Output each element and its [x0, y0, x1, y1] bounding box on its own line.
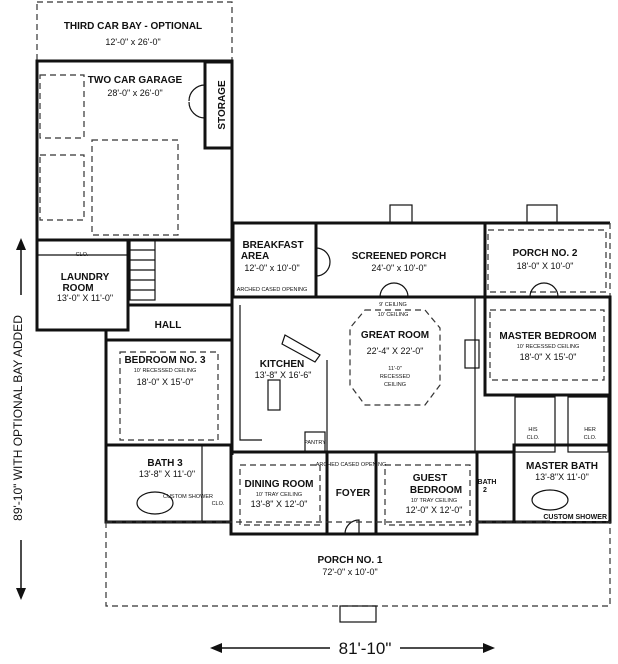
porch2-walls [483, 221, 610, 299]
bath2-label: BATH [478, 479, 497, 486]
laundry-label: LAUNDRY [61, 272, 110, 283]
porch2-size: 18'-0" X 10'-0" [517, 261, 574, 271]
bedroom3-size: 18'-0" X 15'-0" [137, 377, 194, 387]
front-door [344, 519, 360, 535]
great-room-label: GREAT ROOM [361, 330, 429, 341]
screened-porch-size: 24'-0" x 10'-0" [371, 263, 426, 273]
bath3-closet-label: CLO. [212, 501, 225, 507]
master-bedroom-size: 18'-0" X 15'-0" [520, 352, 577, 362]
guest-size: 12'-0" X 12'-0" [406, 505, 463, 515]
his-closet-label-2: CLO. [527, 435, 540, 441]
bath2-label-2: 2 [483, 487, 487, 494]
fireplace [464, 339, 480, 369]
his-closet-label: HIS [528, 427, 538, 433]
great-room-ceiling [349, 309, 441, 406]
bath3-size: 13'-8" X 11'-0" [139, 469, 195, 479]
kitchen-island [267, 379, 281, 411]
stairs [129, 239, 156, 301]
depth-dimension-arrow [16, 238, 26, 600]
storage-label: STORAGE [217, 80, 228, 130]
car-outline [39, 74, 85, 139]
pantry-label: PANTRY [304, 440, 326, 446]
master-bath-label: MASTER BATH [526, 461, 598, 472]
breakfast-size: 12'-0" x 10'-0" [244, 263, 299, 273]
dining-size: 13'-8" X 12'-0" [251, 499, 308, 509]
front-steps [339, 605, 377, 623]
third-bay-label: THIRD CAR BAY - OPTIONAL [64, 21, 202, 32]
french-doors [379, 282, 409, 298]
guest-ceiling: 10' TRAY CEILING [411, 498, 457, 504]
foyer-note: ARCHED CASED OPENING [316, 462, 387, 468]
great-room-recess-3: CEILING [384, 382, 406, 388]
great-room-size: 22'-4" X 22'-0" [367, 346, 424, 356]
dining-ceiling: 10' TRAY CEILING [256, 492, 302, 498]
arched-opening-note: ARCHED CASED OPENING [237, 287, 308, 293]
bath3-shower-label: CUSTOM SHOWER [163, 494, 213, 500]
great-room-ceiling-2: 10' CEILING [378, 312, 409, 318]
raised-bar [281, 334, 321, 363]
bedroom3-ceiling: 10' RECESSED CEILING [134, 368, 197, 374]
porch1-label: PORCH NO. 1 [317, 555, 382, 566]
third-bay-size: 12'-0" x 26'-0" [105, 37, 160, 47]
great-room-recess-1: 11'-0" [388, 366, 402, 372]
car-outline [91, 139, 179, 236]
storage-door [188, 84, 206, 119]
depth-dimension: 89'-10" WITH OPTIONAL BAY ADDED [11, 315, 25, 521]
bath3-label: BATH 3 [147, 458, 183, 469]
width-dimension-arrow [210, 643, 495, 653]
laundry-closet-label: CLO. [76, 252, 89, 258]
guest-label-2: BEDROOM [410, 485, 462, 496]
her-closet-walls [567, 396, 609, 453]
bathtub [531, 489, 569, 511]
her-closet-label: HER [584, 427, 596, 433]
great-room-ceiling-1: 9' CEILING [379, 302, 407, 308]
storage-walls [203, 60, 234, 150]
kitchen-counters [239, 305, 328, 452]
french-doors [315, 247, 331, 277]
bedroom3-label: BEDROOM NO. 3 [124, 355, 206, 366]
master-bath-shower: CUSTOM SHOWER [543, 514, 607, 521]
her-closet-label-2: CLO. [584, 435, 597, 441]
great-room-recess-2: RECESSED [380, 374, 410, 380]
width-dimension: 81'-10" [339, 639, 392, 658]
his-closet-walls [514, 396, 556, 453]
foyer-label: FOYER [336, 488, 371, 499]
laundry-walls [35, 238, 130, 332]
master-bath-size: 13'-8"X 11'-0" [535, 472, 589, 482]
shower-label-backdrop [550, 512, 608, 521]
laundry-size: 13'-0" X 11'-0" [57, 293, 113, 303]
hall-label: HALL [155, 320, 182, 331]
porch2-label: PORCH NO. 2 [512, 248, 577, 259]
garage-size: 28'-0" x 26'-0" [107, 88, 162, 98]
breakfast-label-2: AREA [241, 251, 269, 262]
bathtub [136, 491, 174, 515]
kitchen-label: KITCHEN [260, 359, 304, 370]
kitchen-size: 13'-8" X 16'-6" [255, 370, 312, 380]
steps [526, 204, 558, 224]
laundry-label-2: ROOM [62, 283, 93, 294]
french-doors [529, 282, 559, 298]
dining-label: DINING ROOM [245, 479, 314, 490]
master-bath-walls [512, 443, 612, 524]
master-bedroom-ceiling: 10' RECESSED CEILING [517, 344, 580, 350]
breakfast-label: BREAKFAST [242, 240, 303, 251]
garage-label: TWO CAR GARAGE [88, 75, 183, 86]
screened-porch-label: SCREENED PORCH [352, 251, 446, 262]
master-bedroom-label: MASTER BEDROOM [499, 331, 596, 342]
guest-label: GUEST [413, 473, 447, 484]
car-outline [39, 154, 85, 221]
steps [389, 204, 413, 224]
porch1-size: 72'-0" x 10'-0" [322, 567, 377, 577]
master-bedroom-walls [483, 295, 612, 397]
